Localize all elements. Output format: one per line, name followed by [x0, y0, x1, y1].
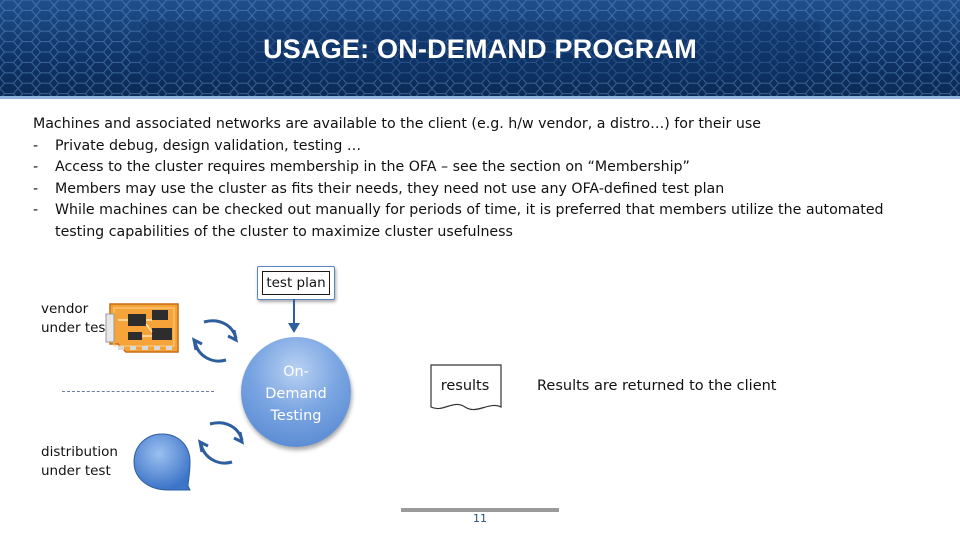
bullet-marker: -	[33, 202, 39, 218]
hex-pattern-background	[0, 0, 960, 96]
body-text: Machines and associated networks are ava…	[33, 114, 933, 243]
bullet-list: -Private debug, design validation, testi…	[33, 136, 933, 244]
bullet-item: -While machines can be checked out manua…	[33, 200, 933, 243]
test-plan-label: test plan	[262, 271, 330, 295]
test-plan-box: test plan	[257, 266, 335, 300]
intro-text: Machines and associated networks are ava…	[33, 116, 762, 132]
cycle-arrows-icon	[191, 319, 239, 363]
center-label-line-1: On-	[283, 364, 309, 380]
distribution-blob-icon	[133, 433, 191, 491]
distribution-label: distribution under test	[41, 443, 118, 481]
results-label: results	[440, 378, 490, 394]
dashed-separator	[62, 391, 214, 392]
bullet-marker: -	[33, 180, 39, 197]
slide-header: USAGE: ON-DEMAND PROGRAM	[0, 0, 960, 96]
on-demand-testing-label: On- Demand Testing	[241, 361, 351, 427]
bullet-text: Private debug, design validation, testin…	[55, 137, 362, 154]
bullet-item: -Access to the cluster requires membersh…	[33, 157, 933, 179]
vendor-label-line-2: under test	[41, 320, 111, 336]
results-note: Results are returned to the client	[537, 378, 777, 394]
center-label-line-3: Testing	[270, 408, 322, 424]
results-document-icon	[430, 364, 502, 411]
vendor-label: vendor under test	[41, 300, 111, 338]
on-demand-testing-node: On- Demand Testing	[241, 337, 351, 447]
footer-bar	[401, 508, 559, 512]
circuit-board-icon	[105, 303, 179, 353]
header-divider	[0, 96, 960, 99]
center-label-line-2: Demand	[265, 386, 327, 402]
cycle-arrows-icon	[197, 421, 245, 465]
bullet-item: -Private debug, design validation, testi…	[33, 136, 933, 158]
bullet-text: While machines can be checked out manual…	[55, 202, 884, 240]
bullet-text: Members may use the cluster as fits thei…	[55, 180, 725, 197]
bullet-item: -Members may use the cluster as fits the…	[33, 179, 933, 201]
distribution-label-line-1: distribution	[41, 444, 118, 460]
bullet-marker: -	[33, 159, 39, 175]
bullet-text: Access to the cluster requires membershi…	[55, 159, 690, 175]
bullet-marker: -	[33, 137, 39, 154]
down-arrow-icon	[288, 299, 300, 333]
page-number: 11	[473, 512, 487, 525]
distribution-label-line-2: under test	[41, 463, 111, 479]
vendor-label-line-1: vendor	[41, 301, 89, 317]
slide-title: USAGE: ON-DEMAND PROGRAM	[263, 34, 697, 64]
